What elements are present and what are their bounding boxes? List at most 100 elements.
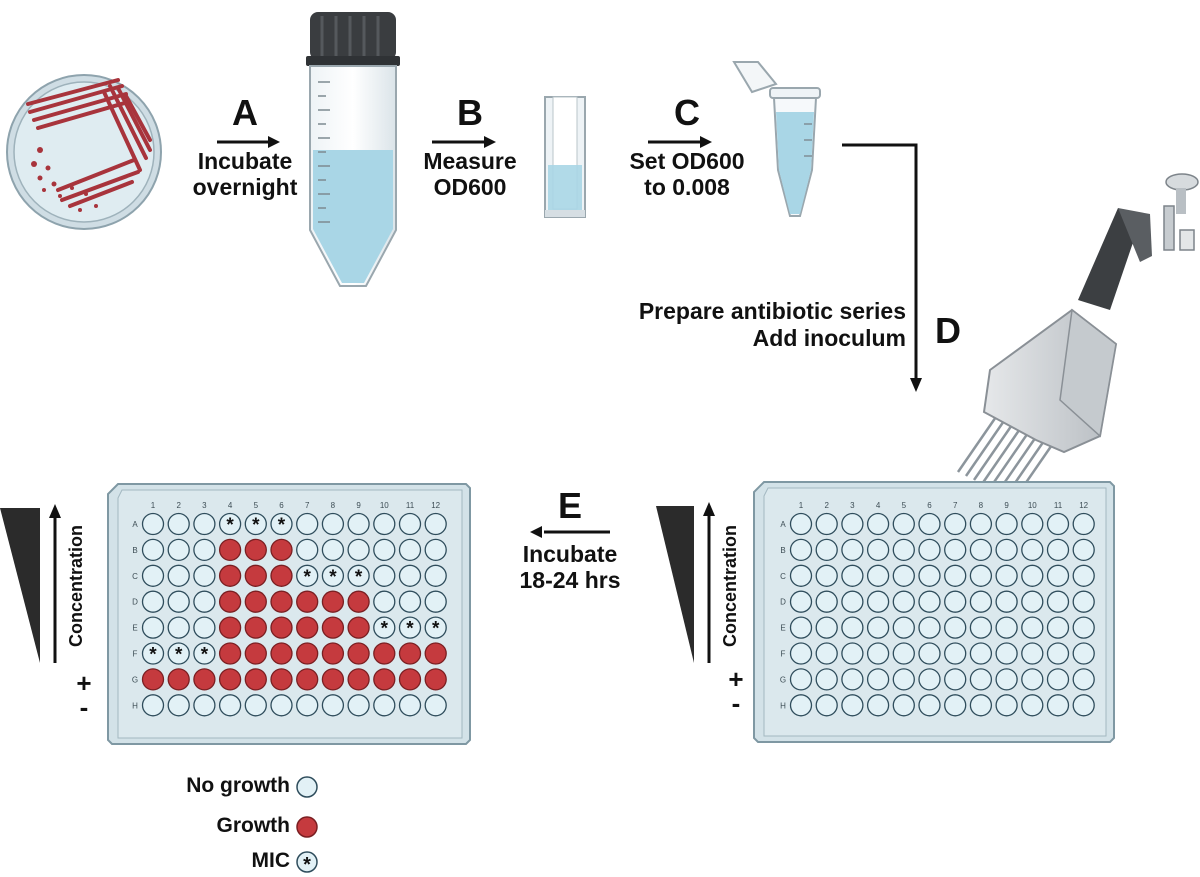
result-plate-well xyxy=(193,512,216,536)
empty-plate-well xyxy=(866,538,890,562)
empty-plate-well xyxy=(1046,642,1070,665)
result-plate-well-growth xyxy=(167,668,190,691)
empty-plate-well xyxy=(1021,694,1044,717)
legend-mic-label: MIC xyxy=(251,849,291,872)
arrow-b xyxy=(432,136,496,148)
step-d-caption-line2: Add inoculum xyxy=(752,324,906,351)
legend-mic-swatch xyxy=(296,851,318,873)
result-plate-well-growth xyxy=(296,668,319,691)
result-plate-mic-asterisk: * xyxy=(252,515,260,536)
result-plate-well-growth xyxy=(193,668,216,691)
result-plate-well-growth xyxy=(398,668,422,691)
step-b: B Measure OD600 xyxy=(405,92,535,201)
empty-plate-well xyxy=(815,512,838,536)
step-c-letter: C xyxy=(674,92,700,133)
step-a-caption-line1: Incubate xyxy=(197,147,293,174)
result-plate-mic-asterisk: * xyxy=(149,645,157,666)
empty-plate-well xyxy=(815,616,838,639)
empty-plate-well xyxy=(841,642,864,665)
step-e-letter: E xyxy=(557,485,582,526)
empty-plate-well xyxy=(995,616,1018,639)
step-c: C Set OD600 to 0.008 xyxy=(612,92,762,201)
result-plate-well xyxy=(167,694,190,717)
empty-plate-well xyxy=(944,590,967,613)
empty-plate-row-label: B xyxy=(780,546,785,555)
empty-plate-row-label: F xyxy=(781,650,786,659)
result-plate-well-growth xyxy=(244,668,267,691)
result-plate-well-growth xyxy=(218,564,242,587)
result-plate-well xyxy=(373,564,396,587)
result-plate-well xyxy=(373,694,396,717)
empty-plate-well xyxy=(789,564,813,587)
result-plate-mic-asterisk: * xyxy=(355,567,363,588)
step-e-caption-line1: Incubate xyxy=(522,540,618,567)
empty-plate-column-label: 7 xyxy=(953,501,958,510)
result-plate-well-growth xyxy=(141,668,165,691)
empty-plate-row-label: H xyxy=(780,701,786,710)
result-plate-row-label: C xyxy=(132,572,138,581)
empty-plate-well xyxy=(866,668,890,691)
empty-plate-well xyxy=(866,564,890,587)
result-plate-row-label: H xyxy=(132,701,138,710)
step-a-caption-line2: overnight xyxy=(192,174,298,201)
result-plate-well xyxy=(193,694,216,717)
empty-plate-well xyxy=(944,538,967,562)
arrow-a xyxy=(217,136,280,148)
result-plate-mic-asterisk: * xyxy=(175,645,183,666)
result-plate-well xyxy=(141,590,165,613)
empty-plate-well xyxy=(1046,538,1070,562)
result-plate-well-growth xyxy=(424,642,447,665)
empty-plate-well xyxy=(1021,564,1044,587)
result-plate-mic-asterisk: * xyxy=(226,515,234,536)
result-plate-well-growth xyxy=(244,642,267,665)
empty-plate-well xyxy=(944,616,967,639)
empty-plate-well xyxy=(1072,590,1095,613)
empty-plate-well xyxy=(969,538,993,562)
result-plate-well-mic xyxy=(321,564,345,587)
result-plate-well-growth xyxy=(296,590,319,613)
result-plate-well xyxy=(321,538,345,562)
result-plate-column-label: 11 xyxy=(406,501,415,510)
empty-plate-well xyxy=(969,590,993,613)
result-plate-well xyxy=(167,616,190,639)
empty-plate-well xyxy=(841,616,864,639)
result-plate-well xyxy=(347,538,370,562)
result-plate-row-label: D xyxy=(132,598,138,607)
result-plate-row-label: G xyxy=(132,675,138,684)
result-plate-well xyxy=(321,694,345,717)
legend-no-growth-label: No growth xyxy=(186,774,290,797)
empty-plate-well xyxy=(1046,616,1070,639)
result-plate-mic-asterisk: * xyxy=(381,619,389,640)
empty-plate-column-label: 1 xyxy=(799,501,804,510)
empty-plate-well xyxy=(815,642,838,665)
empty-plate-well xyxy=(1046,590,1070,613)
result-plate-well-growth xyxy=(424,668,447,691)
empty-plate-well xyxy=(1046,694,1070,717)
empty-plate-well xyxy=(969,668,993,691)
empty-plate-well xyxy=(918,668,941,691)
empty-plate-well xyxy=(918,642,941,665)
result-plate-well xyxy=(270,694,293,717)
empty-plate-well xyxy=(1046,668,1070,691)
result-plate-well xyxy=(424,538,447,562)
result-plate-mic-asterisk: * xyxy=(278,515,286,536)
result-plate-well-growth xyxy=(270,590,293,613)
empty-plate-well xyxy=(892,538,915,562)
empty-plate-well xyxy=(1072,668,1095,691)
result-plate-well-mic xyxy=(296,564,319,587)
empty-plate-well xyxy=(866,616,890,639)
result-plate-well xyxy=(424,694,447,717)
empty-plate-well xyxy=(1046,564,1070,587)
result-plate-column-label: 6 xyxy=(279,501,284,510)
concentration-label-right: Concentration xyxy=(720,525,740,647)
result-plate-well-growth xyxy=(244,538,267,562)
result-plate-well xyxy=(193,590,216,613)
empty-plate-well xyxy=(918,512,941,536)
empty-plate-well xyxy=(995,668,1018,691)
result-plate-column-label: 12 xyxy=(431,501,440,510)
multichannel-pipette-icon xyxy=(956,173,1199,501)
result-plate-column-label: 8 xyxy=(331,501,336,510)
result-plate-column-label: 9 xyxy=(356,501,361,510)
step-b-caption-line2: OD600 xyxy=(433,174,507,201)
